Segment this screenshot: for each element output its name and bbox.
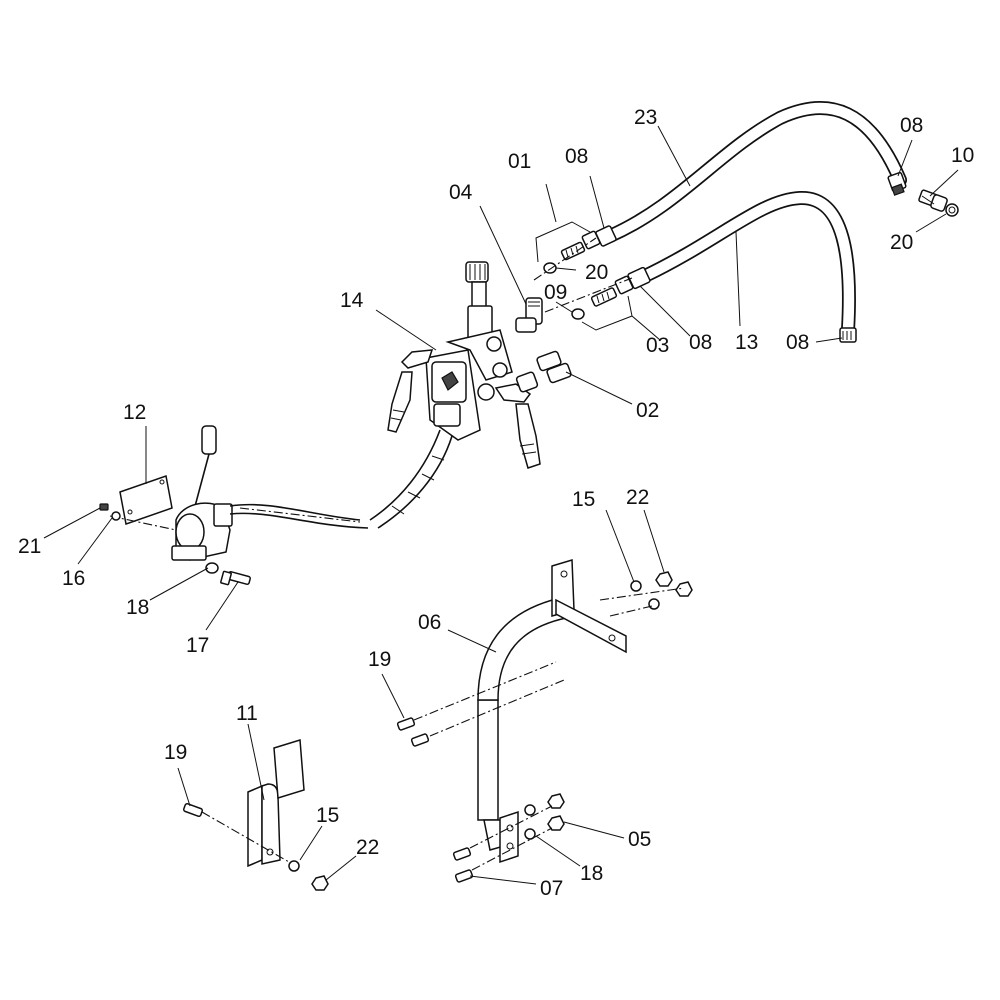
hose-13 bbox=[638, 191, 856, 337]
callout-19-left: 19 bbox=[164, 741, 187, 764]
washer-15-top bbox=[630, 580, 660, 610]
callout-07: 07 bbox=[540, 877, 563, 900]
hose-fitting-08-end-23 bbox=[887, 171, 907, 196]
callout-01: 01 bbox=[508, 150, 531, 173]
bolt-19-a bbox=[396, 717, 416, 731]
washer-15-bottom bbox=[288, 860, 300, 872]
hose-fitting-08-end-13 bbox=[839, 327, 857, 343]
control-lever-assembly bbox=[171, 425, 369, 561]
callout-13: 13 bbox=[735, 331, 758, 354]
bolt-19-c bbox=[182, 802, 204, 818]
o-ring-20-left bbox=[543, 262, 557, 274]
nut-22-top bbox=[655, 571, 693, 597]
callout-19-right: 19 bbox=[368, 648, 391, 671]
callout-15-bottom: 15 bbox=[316, 804, 339, 827]
screw-21 bbox=[99, 503, 109, 511]
callout-22-bottom: 22 bbox=[356, 836, 379, 859]
callout-17: 17 bbox=[186, 634, 209, 657]
hose-fitting-08-top bbox=[581, 225, 617, 250]
callout-21: 21 bbox=[18, 535, 41, 558]
callout-08-hose-end: 08 bbox=[786, 331, 809, 354]
nut-05 bbox=[547, 793, 565, 831]
bolt-19-b bbox=[410, 733, 430, 747]
callout-22-top: 22 bbox=[626, 486, 649, 509]
callout-08-top-right: 08 bbox=[900, 114, 923, 137]
bolt-07 bbox=[452, 847, 474, 883]
o-ring-20-right bbox=[945, 203, 959, 217]
callout-12: 12 bbox=[123, 401, 146, 424]
nipple-fitting-01 bbox=[560, 241, 586, 261]
bracket-06 bbox=[477, 559, 627, 864]
nipple-fitting-03 bbox=[590, 287, 618, 307]
callout-20-left: 20 bbox=[585, 261, 608, 284]
bolt-17 bbox=[220, 570, 251, 586]
callout-20-right: 20 bbox=[890, 231, 913, 254]
leader-lines bbox=[43, 125, 959, 885]
fitting-02 bbox=[515, 350, 572, 393]
callout-15-top: 15 bbox=[572, 488, 595, 511]
hose-23 bbox=[603, 101, 907, 243]
callout-18-left: 18 bbox=[126, 596, 149, 619]
callout-02: 02 bbox=[636, 399, 659, 422]
elbow-fitting-04 bbox=[515, 297, 543, 333]
callout-09: 09 bbox=[544, 281, 567, 304]
callout-08-top-left: 08 bbox=[565, 145, 588, 168]
washer-16 bbox=[111, 511, 121, 521]
callout-14: 14 bbox=[340, 289, 364, 312]
plate-12 bbox=[119, 475, 173, 525]
callout-10: 10 bbox=[951, 144, 974, 167]
nut-22-bottom bbox=[311, 875, 329, 891]
o-ring-09 bbox=[571, 308, 585, 320]
callout-06: 06 bbox=[418, 611, 441, 634]
callout-18-right: 18 bbox=[580, 862, 603, 885]
callout-03: 03 bbox=[646, 334, 669, 357]
hose-fitting-08-bottom bbox=[614, 266, 651, 295]
callout-08-mid: 08 bbox=[689, 331, 712, 354]
control-valve-14 bbox=[369, 261, 541, 529]
callout-05: 05 bbox=[628, 828, 651, 851]
callout-11: 11 bbox=[236, 702, 258, 725]
washer-18-bottom bbox=[524, 804, 536, 840]
callout-23: 23 bbox=[634, 106, 657, 129]
callout-04: 04 bbox=[449, 181, 473, 204]
pedal-bracket-11 bbox=[247, 739, 305, 868]
washer-18 bbox=[205, 562, 219, 574]
callout-16: 16 bbox=[62, 567, 85, 590]
